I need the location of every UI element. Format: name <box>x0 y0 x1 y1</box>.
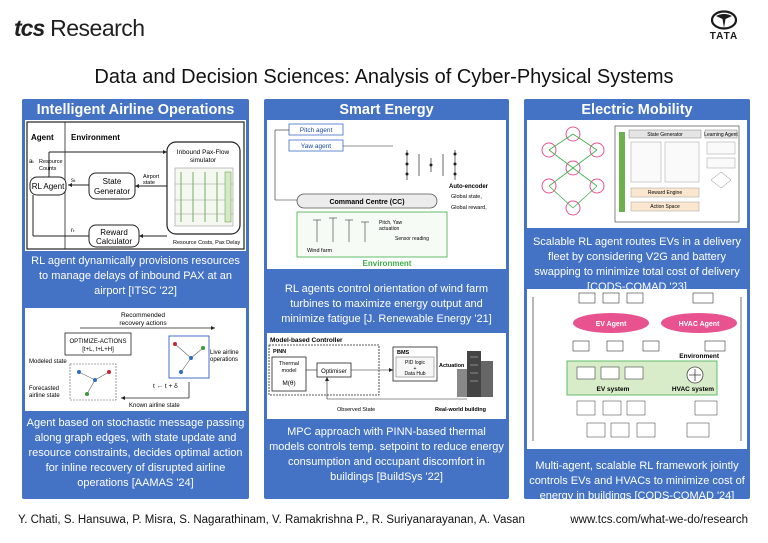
tata-logo: TATA <box>704 10 744 42</box>
time-transition: t ← t + δ <box>153 383 178 390</box>
actuation-label: Actuation <box>439 363 465 369</box>
yaw-agent-box: Yaw agent <box>301 143 331 150</box>
logo-brand: tcs <box>14 15 45 41</box>
live-ops-line2: operations <box>210 357 238 363</box>
pitch-agent-box: Pitch agent <box>300 127 333 134</box>
logo-text: Research <box>50 15 145 41</box>
panel-title: Electric Mobility <box>581 102 693 118</box>
live-ops-line1: Live airline <box>210 350 239 356</box>
panel-energy-text1: RL agents control orientation of wind fa… <box>281 283 492 325</box>
sensor-reading-label: Sensor reading <box>395 236 429 242</box>
bms-label: BMS <box>397 350 410 356</box>
hvac-system-label: HVAC system <box>672 386 714 393</box>
wind-farm-label: Wind farm <box>307 248 332 254</box>
panel-title: Smart Energy <box>339 102 434 118</box>
m-theta-label: M(θ) <box>282 380 295 387</box>
action-space-label: Action Space <box>650 204 680 210</box>
state-symbol: sₜ <box>71 178 76 184</box>
recommended-line2: recovery actions <box>119 320 167 327</box>
global-state-label: Global state, <box>451 194 482 200</box>
global-reward-label: Global reward, <box>451 205 487 211</box>
auto-encoder-label: Auto-encoder <box>449 184 489 190</box>
reward-line2: Calculator <box>96 237 132 246</box>
action-symbol: aₜ <box>29 159 34 165</box>
ev-system-label: EV system <box>597 386 630 393</box>
panel-airline: Intelligent Airline Operations Agent Env… <box>22 99 249 499</box>
pinn-label: PINN <box>273 349 286 355</box>
author-list: Y. Chati, S. Hansuwa, P. Misra, S. Nagar… <box>18 514 525 526</box>
panel-mobility: Electric Mobility <box>524 99 750 502</box>
real-world-label: Real-world building <box>435 407 486 413</box>
ev-agent-node: EV Agent <box>596 321 628 328</box>
plus-sign: + <box>414 366 417 372</box>
reward-line1: Reward <box>100 228 128 237</box>
observed-state-label: Observed State <box>337 407 375 413</box>
model-controller-label: Model-based Controller <box>270 337 343 344</box>
page-title: Data and Decision Sciences: Analysis of … <box>94 66 674 88</box>
environment-label: Environment <box>679 353 720 360</box>
resource-counts-line1: Resource <box>39 159 63 165</box>
resource-costs-label: Resource Costs, Pax Delay <box>173 240 240 246</box>
panel-mobility-text1: Scalable RL agent routes EVs in a delive… <box>532 236 742 293</box>
agent-label: Agent <box>31 133 54 142</box>
known-state-label: Known airline state <box>129 403 180 409</box>
tata-emblem-icon <box>711 10 737 30</box>
live-graph <box>168 335 210 379</box>
state-generator-label: State Generator <box>647 132 683 138</box>
state-generator-line1: State <box>103 177 122 186</box>
command-centre-box: Command Centre (CC) <box>329 199 404 206</box>
optimize-range: [t+L, t+L+H] <box>82 347 114 353</box>
actuation-label: actuation <box>379 226 400 232</box>
simulator-line2: simulator <box>190 157 217 164</box>
panel-energy-text2: MPC approach with PINN-based thermal mod… <box>269 426 504 483</box>
environment-label: Environment <box>363 259 412 268</box>
ev-hvac-diagram: EV Agent HVAC Agent Environment EV syste… <box>527 289 747 449</box>
tata-wordmark: TATA <box>709 31 739 42</box>
airline-rl-diagram: Agent Environment RL Agent State Generat… <box>25 120 246 251</box>
building-icon <box>457 351 493 397</box>
thermal-line1: Thermal <box>279 361 299 367</box>
ev-routing-diagram: State Generator Learning Agent Reward En… <box>527 120 747 228</box>
panel-airline-text1: RL agent dynamically provisions resource… <box>31 255 240 297</box>
panel-title: Intelligent Airline Operations <box>36 102 235 118</box>
reward-engine-label: Reward Engine <box>648 190 682 196</box>
airline-recovery-diagram: Recommended recovery actions OPTIMIZE-AC… <box>25 308 246 411</box>
wind-turbines <box>313 217 369 242</box>
wind-farm-diagram: Pitch agent Yaw agent Auto-encoder <box>267 120 506 269</box>
pitch-yaw-label: Pitch, Yaw <box>379 220 403 226</box>
optimize-actions-box: OPTIMIZE-ACTIONS <box>70 339 127 345</box>
learning-agent-label: Learning Agent <box>704 132 738 138</box>
research-url: www.tcs.com/what-we-do/research <box>570 514 748 526</box>
simulator-network <box>174 167 234 227</box>
airport-state-line2: state <box>143 180 155 186</box>
recommended-line1: Recommended <box>121 312 165 319</box>
forecast-graph <box>69 363 117 401</box>
reward-symbol: rₜ <box>71 228 75 234</box>
rl-agent-box: RL Agent <box>32 182 65 191</box>
mpc-building-diagram: Model-based Controller PINN Thermal mode… <box>267 333 506 419</box>
modeled-state-label: Modeled state <box>29 359 67 365</box>
panel-mobility-text2: Multi-agent, scalable RL framework joint… <box>529 460 745 502</box>
panel-energy: Smart Energy Pitch agent Yaw agent <box>264 99 509 499</box>
forecasted-line2: airline state <box>29 393 60 399</box>
forecasted-line1: Forecasted <box>29 386 59 392</box>
tcs-research-logo: tcs Research <box>14 15 145 42</box>
data-hub-label: Data Hub <box>404 371 425 377</box>
state-generator-line2: Generator <box>94 187 130 196</box>
environment-label: Environment <box>71 133 120 142</box>
airport-state-line1: Airport <box>143 174 160 180</box>
ev-vehicles <box>576 366 644 380</box>
pid-logic-label: PID logic <box>405 360 426 366</box>
resource-counts-line2: Counts <box>39 166 57 172</box>
optimiser-box: Optimiser <box>321 369 347 375</box>
thermal-line2: model <box>282 368 297 374</box>
auto-encoder-network <box>405 150 457 180</box>
ev-road-network <box>541 126 605 216</box>
simulator-line1: Inbound Pax-Flow <box>177 149 230 156</box>
panel-airline-text2: Agent based on stochastic message passin… <box>26 417 245 489</box>
hvac-agent-node: HVAC Agent <box>679 321 721 328</box>
